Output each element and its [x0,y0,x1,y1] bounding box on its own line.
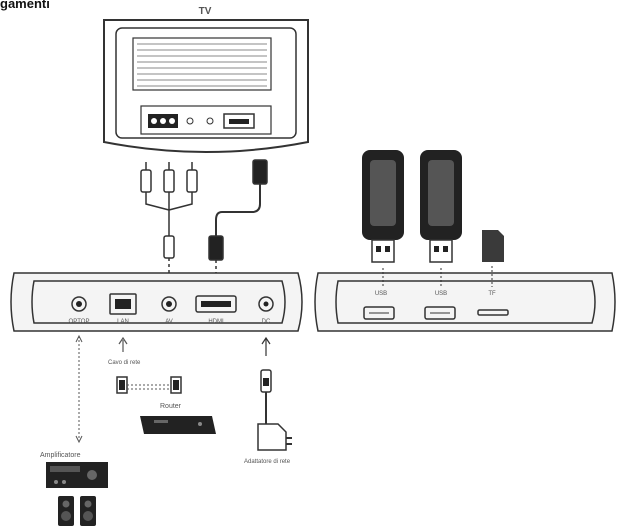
optical-cable [75,334,83,444]
box-rear-panel: OPTOP LAN AV HDMI DC [10,272,303,332]
hdmi-plug-box [208,235,224,261]
av-plug [163,235,175,259]
label-av: AV [165,319,173,325]
sd-card [482,230,504,262]
page-title: gamenti [0,0,50,11]
usb-stick-1 [362,150,404,263]
tv-port-panel [140,105,272,135]
label-lan: LAN [117,319,129,325]
label-usb-1: USB [375,291,387,297]
port-optop: OPTOP [69,296,90,325]
port-av: AV [161,296,177,325]
router [140,416,216,434]
label-optop: OPTOP [69,319,90,325]
port-usb-1: USB [363,291,395,320]
label-tf: TF [488,291,496,297]
speakers [58,496,96,526]
label-network-cable: Cavo di rete [108,360,141,366]
usb-stick-2 [420,150,462,263]
tv-label: TV [199,6,212,17]
label-hdmi: HDMI [208,319,224,325]
hdmi-plug-tv [252,159,268,185]
tv-hdmi-port [223,113,255,129]
tv: TV [103,6,309,153]
port-lan: LAN [109,293,137,325]
label-usb-2: USB [435,291,447,297]
rear-panel-outline [10,272,303,332]
power-adapter [257,423,292,451]
tv-hdmi-slot [229,119,249,124]
rca-plug-1 [140,169,152,193]
tv-jack-2 [206,117,214,125]
tv-outer-frame [103,19,309,153]
port-hdmi: HDMI [195,295,237,325]
usb-leader-lines [382,266,493,287]
tv-vent-grille [132,37,272,91]
amplifier [46,462,108,488]
port-tf: TF [477,291,509,316]
label-amplifier: Amplificatore [40,452,81,459]
tv-vent-lines [137,43,267,87]
tv-inner-frame [115,27,297,139]
tv-av-port-holes [151,118,175,124]
network-cable [116,376,182,394]
tv-jack-1 [186,117,194,125]
port-dc: DC [258,296,274,325]
rca-plug-3 [186,169,198,193]
rear-panel-bevel [31,280,286,324]
port-usb-2: USB [424,291,456,320]
hdmi-cable [208,159,268,286]
side-panel-bevel [335,280,596,324]
label-power-adapter: Adattatore di rete [244,459,291,465]
rca-plug-2 [163,169,175,193]
av-cable [140,162,198,286]
label-dc: DC [262,319,271,325]
box-side-panel: USB USB TF [314,266,616,332]
lan-cable-arrow [118,336,128,352]
dc-cable [260,336,272,424]
side-panel-outline [314,272,616,332]
label-router: Router [160,403,182,410]
